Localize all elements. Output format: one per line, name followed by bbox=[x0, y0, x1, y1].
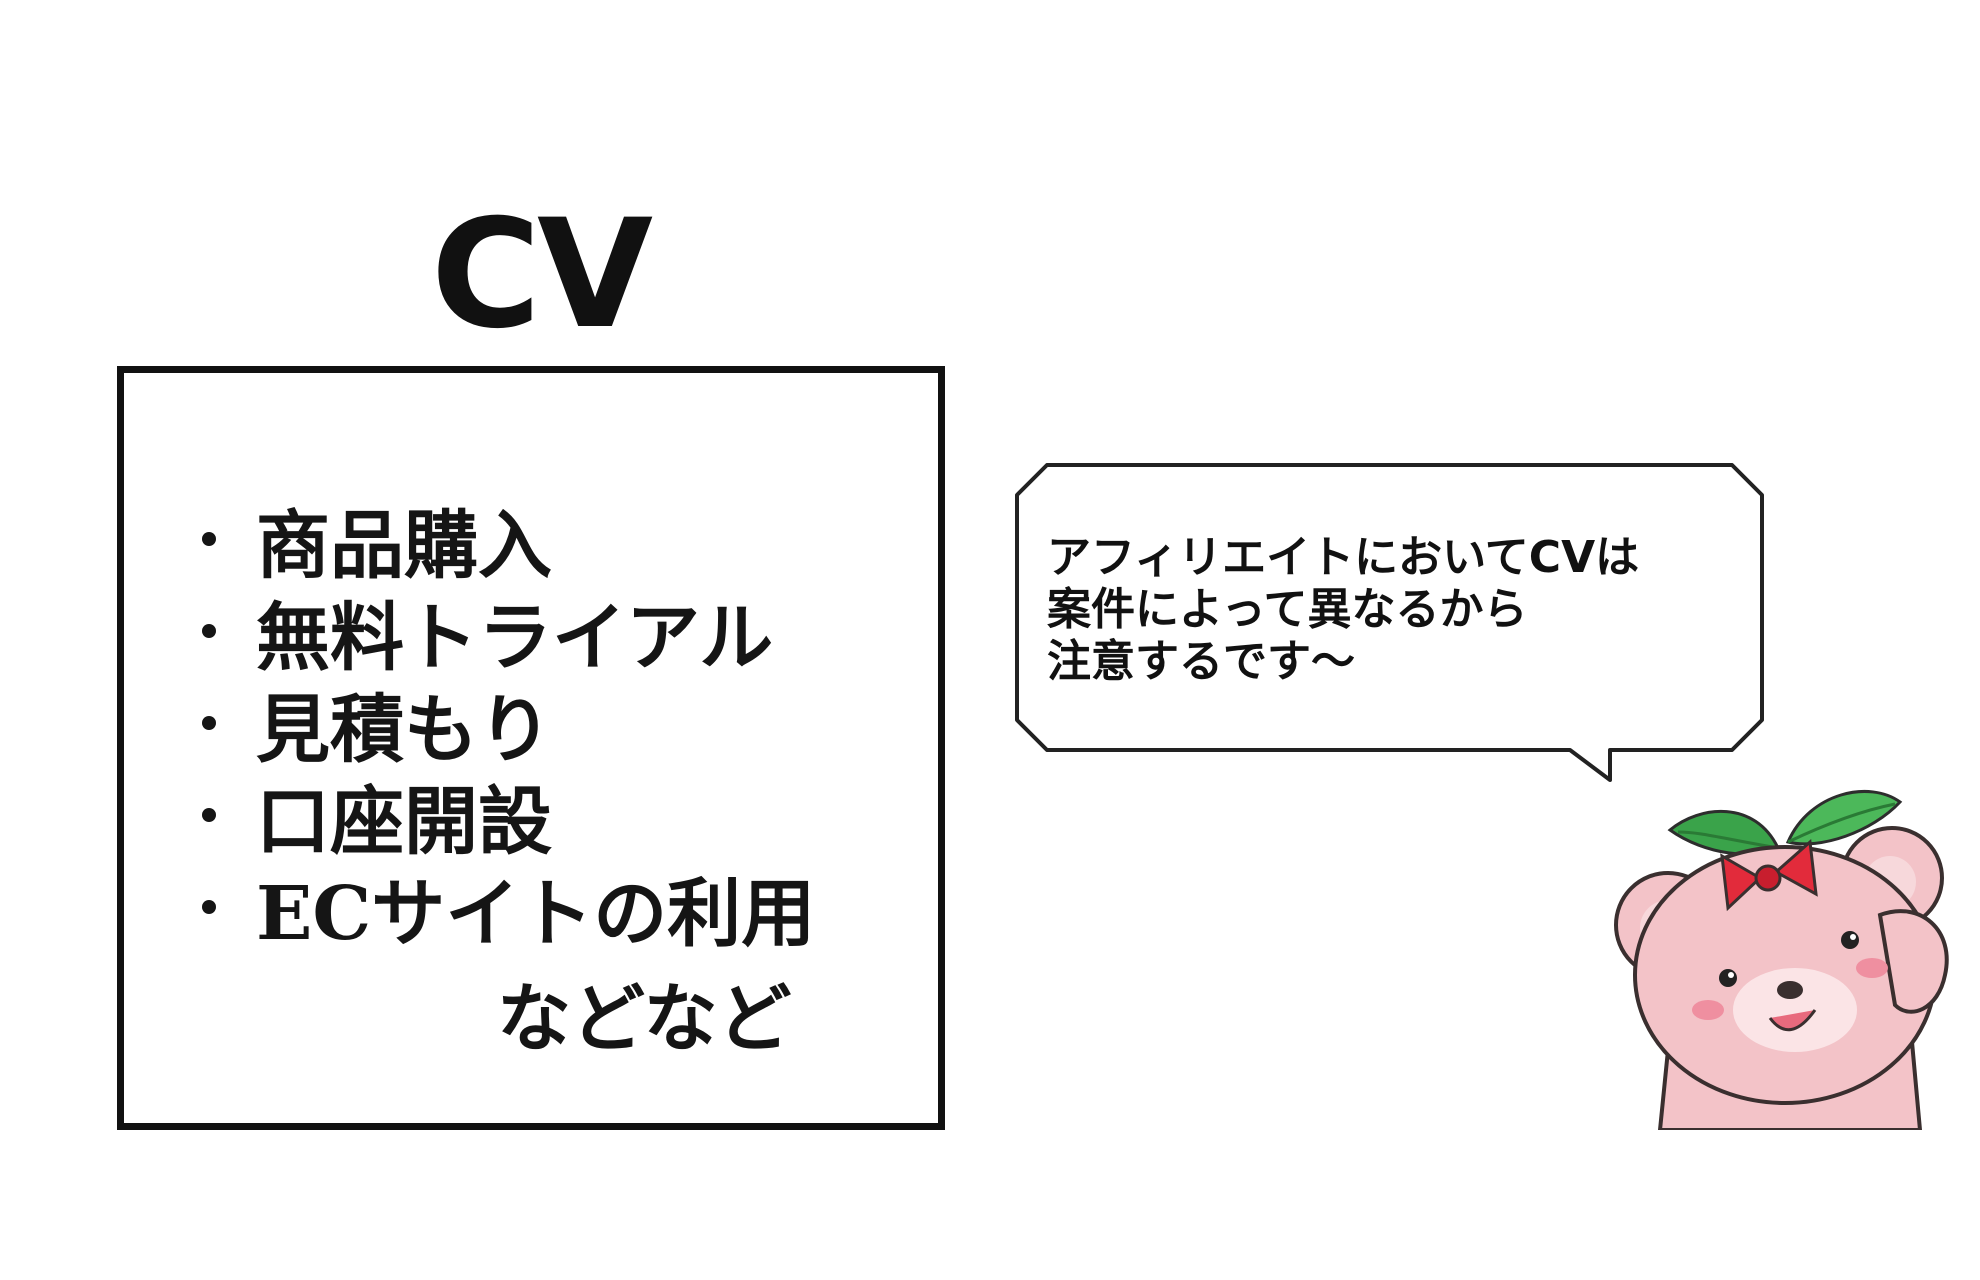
list-item: ECサイトの利用 bbox=[202, 861, 815, 957]
cv-examples-box: 商品購入 無料トライアル 見積もり 口座開設 ECサイトの利用 などなど bbox=[117, 366, 945, 1130]
list-item: 商品購入 bbox=[202, 493, 815, 589]
bubble-line: アフィリエイトにおいてCVは bbox=[1047, 532, 1640, 583]
list-item-label: ECサイトの利用 bbox=[256, 870, 816, 957]
etc-label: などなど bbox=[497, 976, 792, 1062]
list-item: 口座開設 bbox=[202, 769, 815, 865]
bubble-line: 案件によって異なるから bbox=[1047, 584, 1528, 635]
bullet-icon bbox=[202, 900, 216, 914]
list-item-label: 無料トライアル bbox=[256, 594, 774, 681]
page-title: CV bbox=[430, 188, 653, 362]
list-item-label: 見積もり bbox=[256, 686, 552, 773]
list-item-label: 商品購入 bbox=[256, 502, 552, 589]
bullet-icon bbox=[202, 716, 216, 730]
list-item: 見積もり bbox=[202, 677, 815, 773]
cv-examples-list: 商品購入 無料トライアル 見積もり 口座開設 ECサイトの利用 bbox=[202, 493, 815, 957]
bullet-icon bbox=[202, 624, 216, 638]
bullet-icon bbox=[202, 532, 216, 546]
bullet-icon bbox=[202, 808, 216, 822]
list-item: 無料トライアル bbox=[202, 585, 815, 681]
speech-bubble-text: アフィリエイトにおいてCVは 案件によって異なるから 注意するです〜 bbox=[1047, 532, 1747, 688]
list-item-label: 口座開設 bbox=[256, 778, 552, 865]
pink-bear-mascot-icon bbox=[1614, 789, 1949, 1130]
bubble-line: 注意するです〜 bbox=[1047, 636, 1355, 687]
